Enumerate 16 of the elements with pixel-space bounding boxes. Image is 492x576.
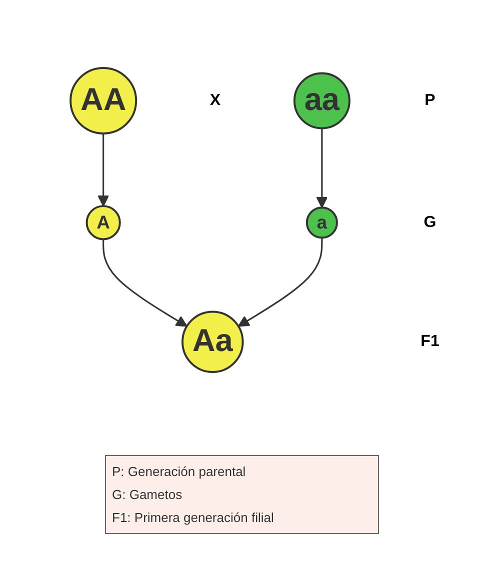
row-label: G [424,214,436,232]
circle-node: AA [70,66,138,134]
row-label: P [424,92,436,110]
row-label: F1 [420,332,440,351]
note-text: F1: Primera generación filial [112,509,275,527]
arrow [102,239,188,327]
arrow [98,133,110,207]
circle-node: a [306,206,338,239]
circle-node: A [86,205,121,240]
circle-node: aa [293,72,350,130]
note-text: P: Generación parental [112,463,247,481]
circle-node: Aa [182,310,244,374]
note-text: G: Gametos [112,486,184,504]
arrow [316,128,328,208]
arrow [238,238,323,327]
cross-sign: X [210,92,221,110]
